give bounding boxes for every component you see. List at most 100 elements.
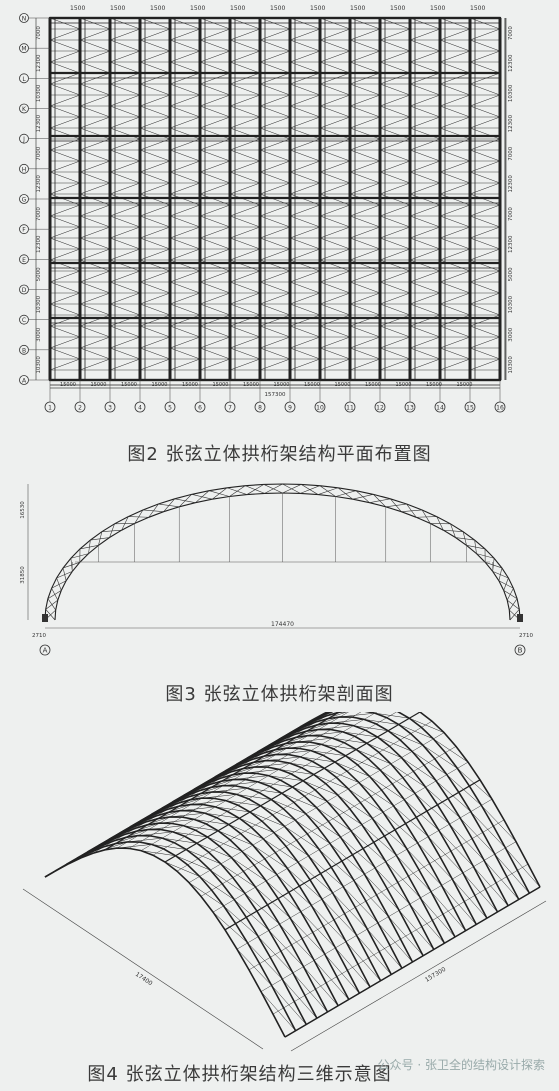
plan-brace [319, 39, 351, 52]
row-axis-bubble [19, 43, 29, 54]
plan-brace [259, 116, 291, 129]
plan-brace [79, 270, 111, 283]
diagonal-brace [151, 844, 187, 850]
arch-web [385, 503, 407, 508]
plan-brace [229, 270, 261, 283]
diagonal-brace [164, 790, 200, 808]
plan-brace [169, 127, 201, 140]
plan-brace [379, 17, 411, 30]
diagonal-brace [334, 761, 370, 777]
plan-brace [229, 61, 261, 74]
arch-web [51, 588, 59, 601]
plan-brace [79, 182, 111, 195]
plan-brace [259, 259, 291, 272]
plan-brace [169, 347, 201, 360]
diagonal-brace [406, 848, 442, 886]
diagonal-brace [265, 880, 301, 912]
diagonal-brace [271, 985, 307, 1025]
plan-brace [409, 138, 441, 151]
arch-web [369, 498, 391, 503]
diagonal-brace [313, 774, 349, 790]
plan-brace [289, 28, 321, 41]
plan-brace [49, 127, 81, 140]
col-axis-bubble [134, 401, 146, 413]
plan-brace [319, 72, 351, 85]
plan-brace [469, 171, 501, 184]
plan-brace [109, 325, 141, 338]
plan-brace [439, 149, 471, 162]
arch-web [485, 562, 503, 569]
plan-brace [199, 248, 231, 261]
plan-brace [469, 160, 501, 173]
plan-brace [349, 171, 381, 184]
arch-web [47, 598, 56, 611]
plan-brace [319, 325, 351, 338]
left-dim-label: 3000 [36, 327, 42, 341]
diagonal-brace [433, 738, 469, 763]
plan-brace [139, 358, 171, 371]
diagonal-brace [481, 805, 517, 842]
plan-brace [259, 226, 291, 239]
diagonal-brace [374, 867, 410, 905]
plan-brace [409, 61, 441, 74]
plan-brace [259, 105, 291, 118]
diagonal-brace [260, 734, 295, 752]
diagonal-brace [218, 830, 253, 846]
diagonal-brace [319, 849, 355, 881]
bottom-dim-label: 15000 [91, 382, 107, 388]
plan-brace [49, 259, 81, 272]
diagonal-brace [276, 874, 312, 906]
plan-brace [439, 171, 471, 184]
diagonal-brace [252, 844, 288, 869]
plan-brace [379, 182, 411, 195]
plan-brace [79, 127, 111, 140]
plan-brace [439, 226, 471, 239]
diagonal-brace [270, 727, 306, 746]
plan-brace [349, 215, 381, 228]
plan-brace [439, 237, 471, 250]
plan-brace [289, 303, 321, 316]
plan-brace [139, 204, 171, 217]
diagonal-brace [409, 903, 445, 944]
arch-web [56, 577, 62, 591]
width-dim-label: 17400 [134, 971, 154, 988]
plan-brace [49, 61, 81, 74]
plan-brace [229, 281, 261, 294]
plan-brace [109, 83, 141, 96]
plan-brace [79, 94, 111, 107]
plan-brace [289, 336, 321, 349]
diagonal-brace [374, 712, 410, 719]
plan-brace [199, 325, 231, 338]
plan-brace [49, 204, 81, 217]
plan-brace [289, 17, 321, 30]
diagonal-brace [305, 716, 341, 729]
plan-brace [439, 61, 471, 74]
plan-brace [139, 325, 171, 338]
diagonal-brace [335, 947, 371, 988]
plan-brace [139, 171, 171, 184]
diagonal-brace [279, 769, 314, 775]
plan-brace [139, 303, 171, 316]
plan-brace [409, 358, 441, 371]
plan-brace [79, 61, 111, 74]
diagonal-brace [207, 765, 242, 783]
left-dim-label: 10300 [36, 295, 42, 313]
col-axis-label: 13 [406, 405, 414, 412]
arch-web [109, 523, 115, 538]
plan-brace [319, 259, 351, 272]
diagonal-brace [393, 805, 429, 837]
diagonal-brace [332, 737, 367, 744]
plan-brace [319, 83, 351, 96]
diagonal-brace [417, 842, 453, 880]
diagonal-brace [337, 794, 373, 819]
plan-brace [259, 182, 291, 195]
plan-brace [349, 149, 381, 162]
plan-brace [169, 138, 201, 151]
plan-brace [319, 303, 351, 316]
plan-brace [319, 292, 351, 305]
plan-brace [259, 72, 291, 85]
plan-brace [229, 226, 261, 239]
plan-brace [109, 259, 141, 272]
plan-brace [289, 215, 321, 228]
plan-brace [79, 39, 111, 52]
